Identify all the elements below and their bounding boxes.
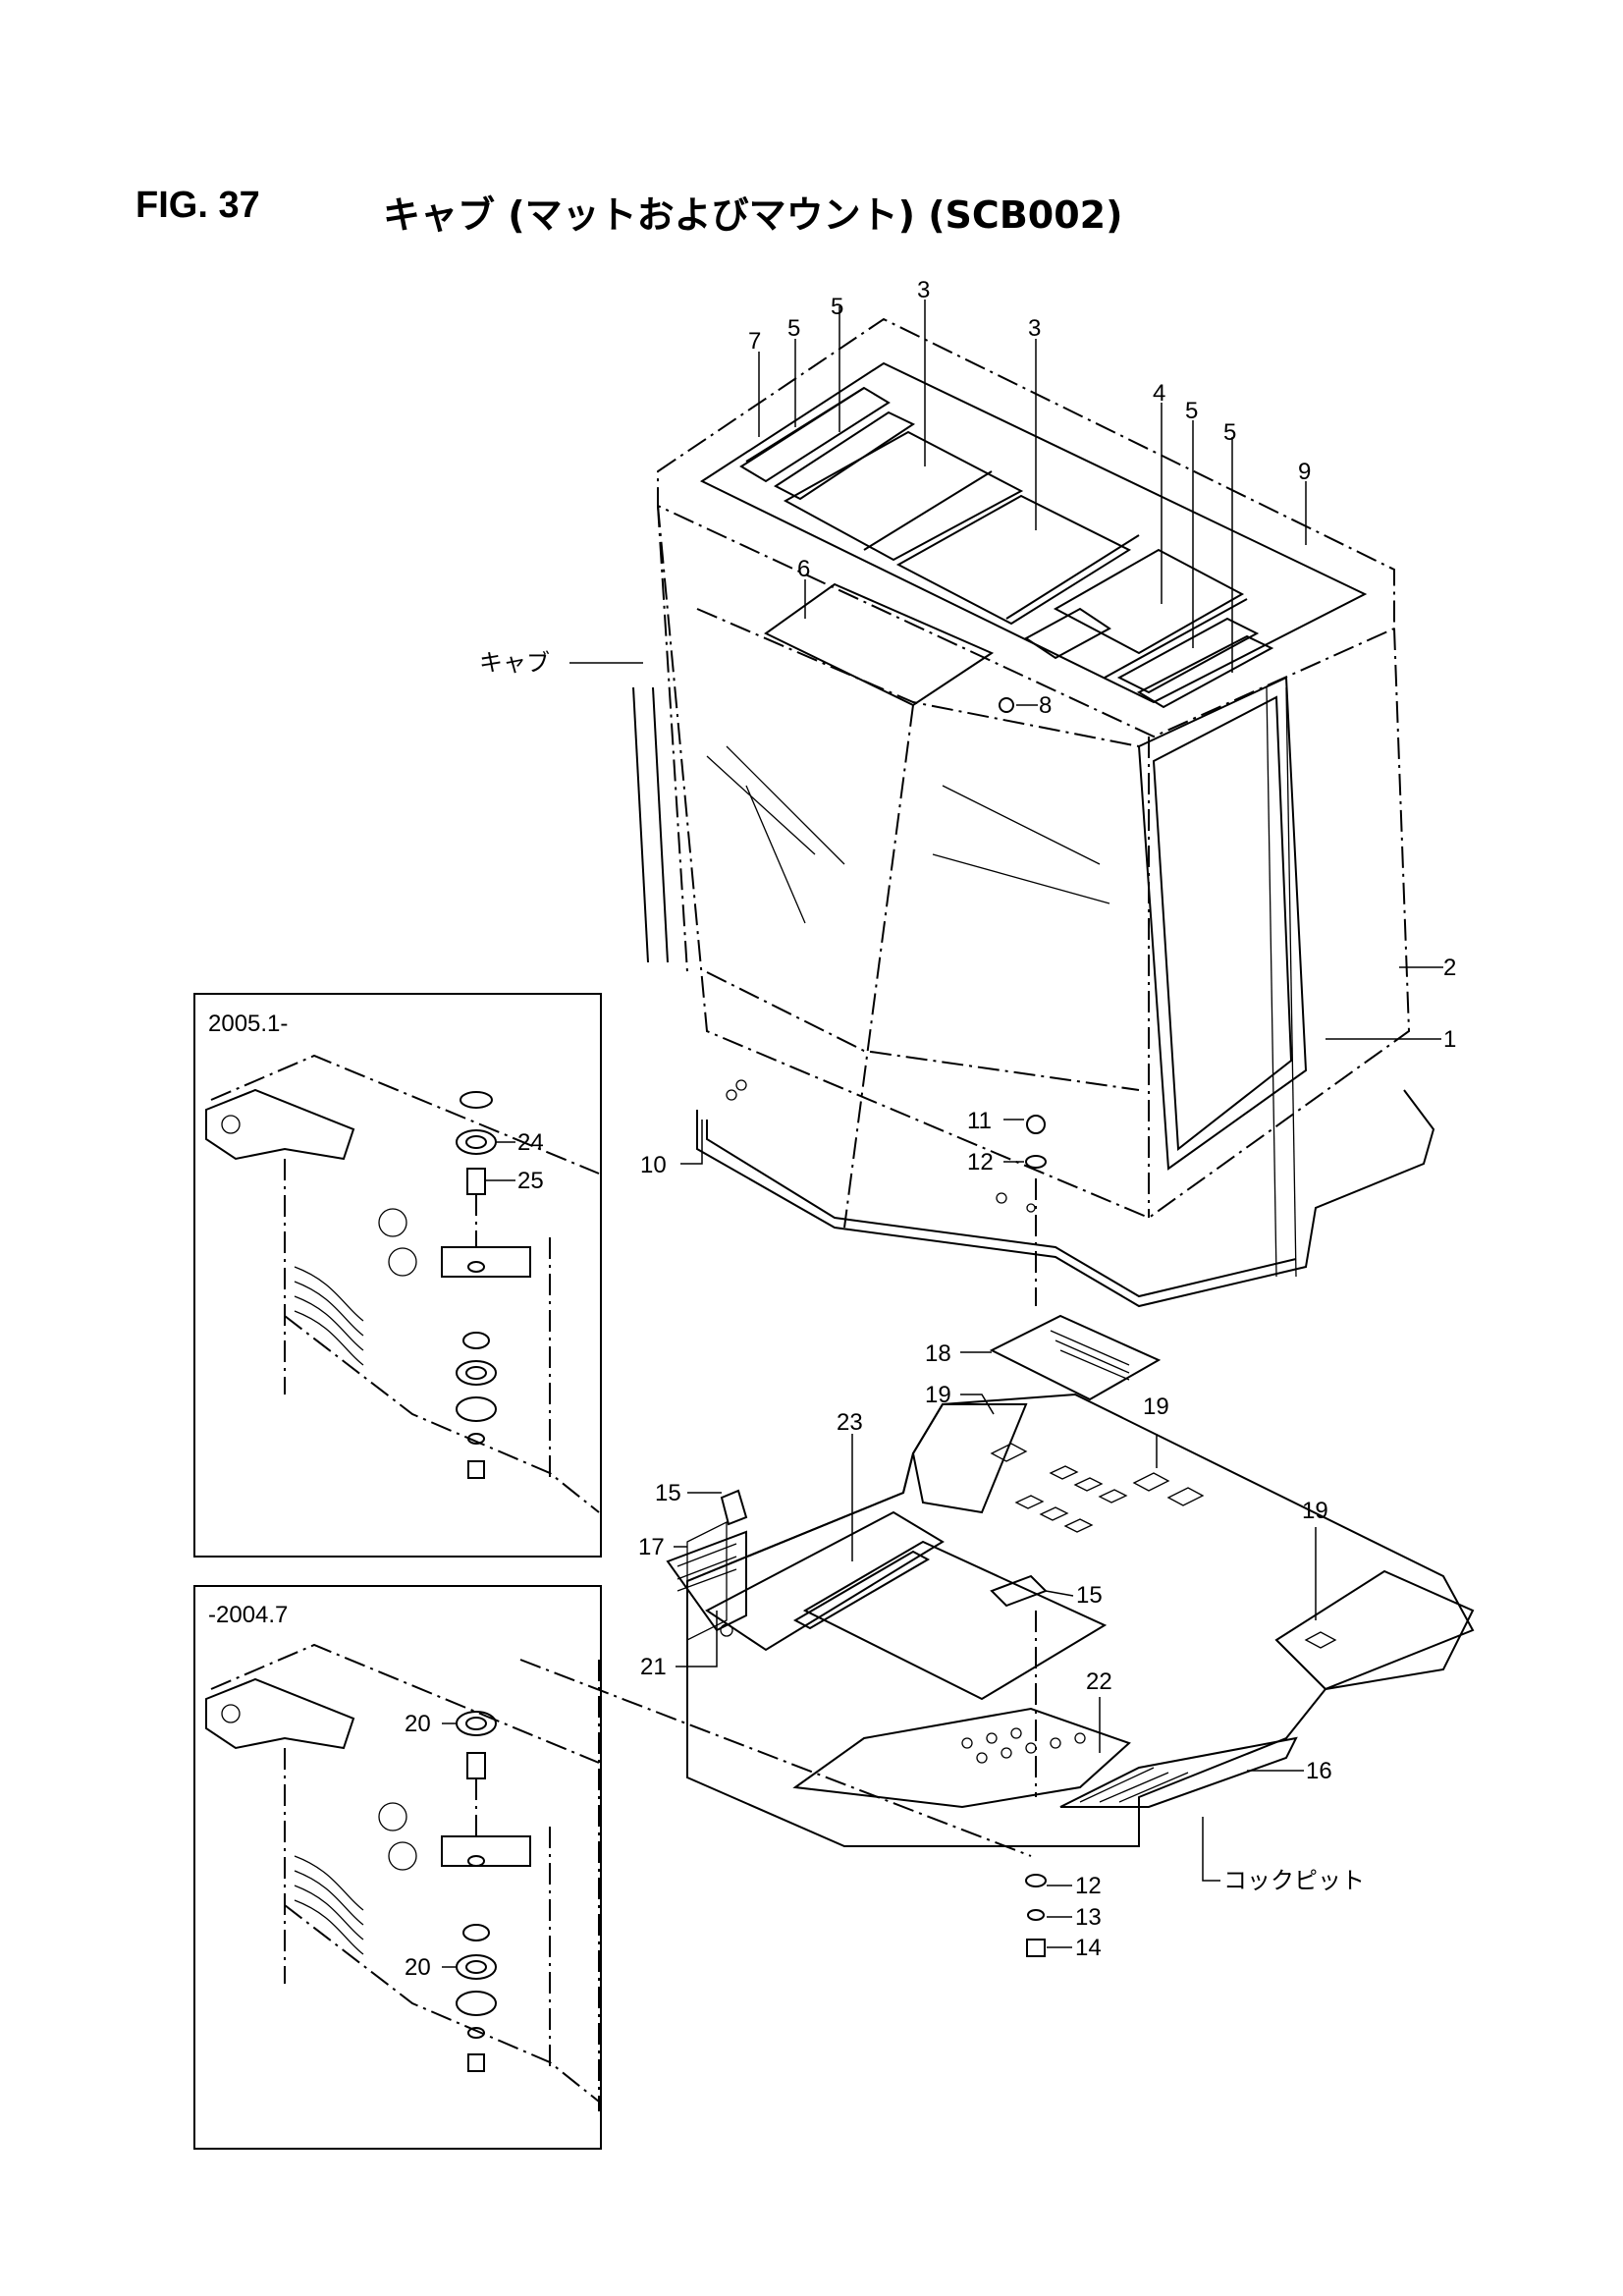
callout-3: 3 <box>917 277 930 303</box>
mat-18 <box>989 1314 1162 1401</box>
callout-3: 3 <box>1028 315 1041 342</box>
cab-assembly <box>632 317 1435 1308</box>
callout-5: 5 <box>1185 398 1198 424</box>
callout-20: 20 <box>405 1711 431 1737</box>
leader-lines <box>442 300 1443 1968</box>
callout-19: 19 <box>1143 1394 1169 1420</box>
callout-11: 11 <box>967 1108 992 1134</box>
inset-frame-upper <box>193 993 602 1558</box>
sleeve-25 <box>466 1168 486 1195</box>
inset-2005-mount <box>193 993 602 1558</box>
cab-label: キャブ <box>479 649 550 677</box>
bracket-15b <box>990 1574 1048 1608</box>
cockpit-assembly <box>666 1314 1475 1957</box>
callout-13: 13 <box>1075 1904 1102 1931</box>
callout-23: 23 <box>837 1409 863 1436</box>
callout-14: 14 <box>1075 1935 1102 1961</box>
callout-6: 6 <box>797 556 810 582</box>
callout-18: 18 <box>925 1340 951 1367</box>
callout-12: 12 <box>1075 1873 1102 1899</box>
callout-5: 5 <box>831 294 843 320</box>
callout-24: 24 <box>517 1129 544 1156</box>
callout-10: 10 <box>640 1152 667 1178</box>
callout-25: 25 <box>517 1168 544 1194</box>
inset-upper-label: 2005.1- <box>208 1011 288 1037</box>
mount-24 <box>456 1129 497 1155</box>
washer-upper <box>460 1091 493 1109</box>
callout-7: 7 <box>748 328 761 355</box>
roof-strip-5a <box>774 410 916 501</box>
mat-23 <box>802 1540 1108 1701</box>
inset-2004-mount <box>193 1585 602 2150</box>
figure-title: キャブ (マットおよびマウント) (SCB002) <box>383 193 1123 237</box>
callout-19: 19 <box>925 1382 951 1408</box>
callout-1: 1 <box>1443 1026 1456 1053</box>
mat-17 <box>666 1530 747 1632</box>
inset-lower-label: -2004.7 <box>208 1602 288 1628</box>
callout-19: 19 <box>1302 1498 1328 1524</box>
callout-16: 16 <box>1306 1758 1332 1784</box>
callout-8: 8 <box>1039 692 1052 719</box>
callout-17: 17 <box>638 1534 665 1560</box>
plate-22 <box>792 1707 1131 1809</box>
mount-20-upper <box>456 1711 497 1736</box>
roof-panel-3a <box>783 430 1024 562</box>
bracket-15a <box>720 1489 748 1526</box>
roof-strip-5c <box>1116 617 1260 694</box>
roof-strip-7 <box>739 386 891 483</box>
callout-15: 15 <box>1076 1582 1103 1609</box>
callout-20: 20 <box>405 1954 431 1981</box>
roof-panel-3b <box>895 494 1132 626</box>
callout-12: 12 <box>967 1149 994 1175</box>
callout-9: 9 <box>1298 459 1311 485</box>
inset-frame-lower <box>193 1585 602 2150</box>
callout-5: 5 <box>787 315 800 342</box>
roof-strip-5d <box>1136 634 1274 709</box>
callout-5: 5 <box>1223 419 1236 446</box>
roof-panel-4 <box>1053 548 1245 655</box>
callout-2: 2 <box>1443 955 1456 981</box>
callout-labels: 7 5 5 3 3 4 5 5 9 6 8 キャブ 2 1 10 11 12 1… <box>208 277 1456 1981</box>
callout-21: 21 <box>640 1654 667 1680</box>
cockpit-label: コックピット <box>1223 1867 1365 1894</box>
callout-22: 22 <box>1086 1668 1112 1695</box>
figure-number: FIG. 37 <box>135 185 260 226</box>
mount-20-lower <box>456 1954 497 1980</box>
mat-16 <box>1059 1736 1298 1808</box>
callout-4: 4 <box>1153 380 1165 407</box>
callout-15: 15 <box>655 1480 681 1506</box>
